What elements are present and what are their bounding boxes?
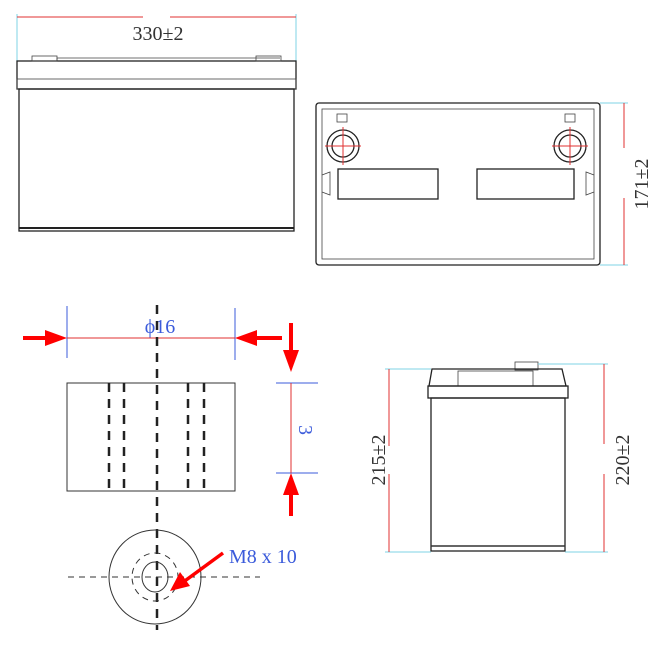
arrow-left-icon xyxy=(23,330,67,346)
terminal-negative xyxy=(325,113,361,165)
terminal-positive xyxy=(552,113,588,165)
terminal-cap-left xyxy=(31,55,58,62)
length-label: 330±2 xyxy=(133,23,184,45)
terminal-side-profile xyxy=(66,382,236,492)
top-outline xyxy=(315,102,601,266)
diameter-label: ϕ16 xyxy=(145,316,176,338)
terminal-top-circle xyxy=(108,529,202,625)
label-area-right xyxy=(476,168,575,200)
front-lid xyxy=(16,60,297,90)
terminal-height-label: 3 xyxy=(294,425,316,435)
arrow-down-icon xyxy=(283,323,299,372)
terminal-cap-right xyxy=(255,55,282,62)
front-view: 330±2 xyxy=(16,14,297,232)
terminal-detail: ϕ16 3 M8 x 10 xyxy=(23,305,318,630)
thread-label: M8 x 10 xyxy=(229,546,297,568)
arrow-right-icon xyxy=(235,330,282,346)
side-view: 215±2 220±2 xyxy=(368,361,634,553)
thread-arrow-icon xyxy=(170,551,225,591)
side-body xyxy=(430,397,566,552)
top-view: 171±2 xyxy=(315,102,653,266)
body-height-label: 215±2 xyxy=(368,435,390,486)
label-area-left xyxy=(337,168,439,200)
width-label: 171±2 xyxy=(631,159,653,210)
total-height-label: 220±2 xyxy=(612,435,634,486)
side-lid xyxy=(428,368,567,387)
front-body xyxy=(18,88,295,232)
arrow-up-icon xyxy=(283,473,299,516)
